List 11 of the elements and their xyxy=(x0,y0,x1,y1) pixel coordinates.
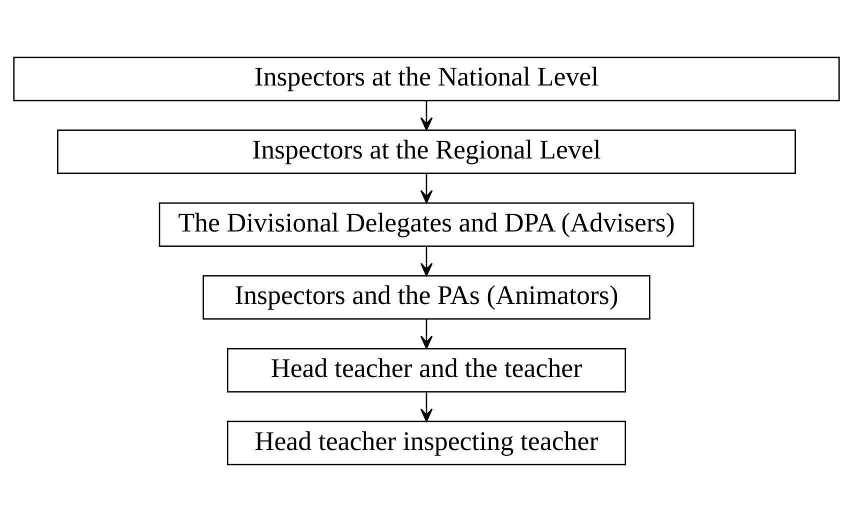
node-box: Inspectors at the National Level xyxy=(13,56,840,101)
arrow xyxy=(420,318,433,349)
node-box: Inspectors and the PAs (Animators) xyxy=(202,274,650,320)
arrow xyxy=(420,172,433,203)
node-box: The Divisional Delegates and DPA (Advisers) xyxy=(158,202,694,246)
node-box: Head teacher inspecting teacher xyxy=(226,420,626,465)
node-box: Inspectors at the Regional Level xyxy=(57,129,796,174)
arrow xyxy=(420,246,433,276)
arrow xyxy=(420,391,433,422)
arrow xyxy=(420,100,433,130)
node-box: Head teacher and the teacher xyxy=(226,347,626,392)
